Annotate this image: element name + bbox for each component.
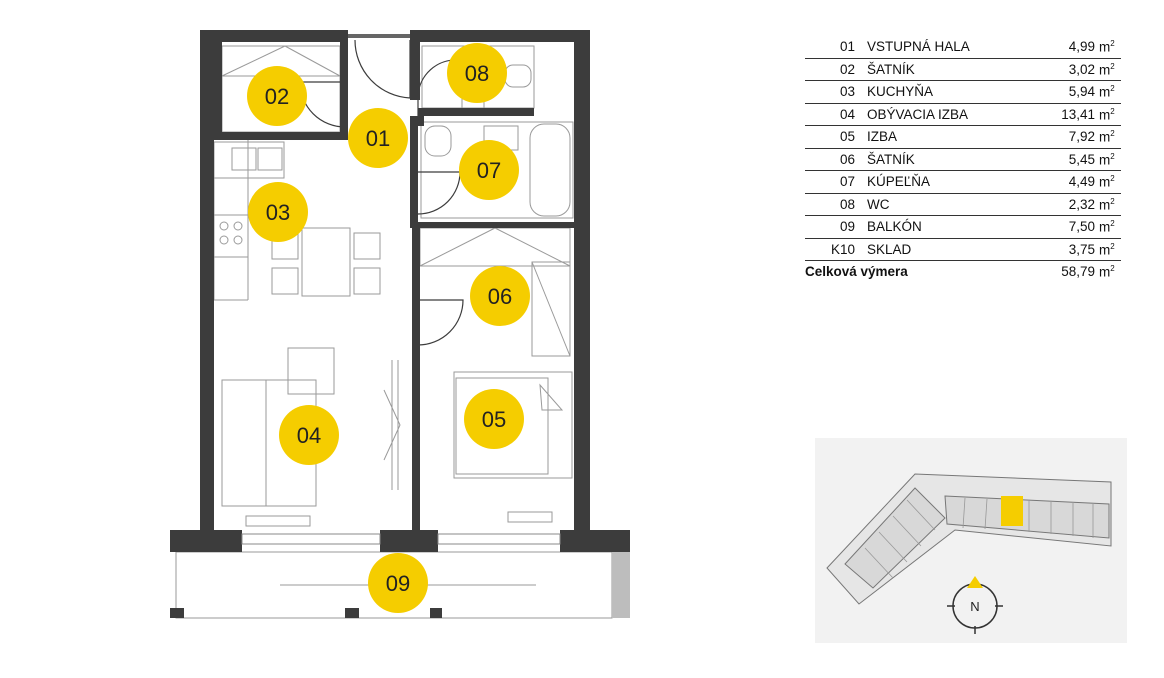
windows — [241, 533, 561, 545]
building-outline — [826, 473, 1112, 605]
room-name: ŠATNÍK — [867, 58, 1015, 81]
room-code: 08 — [805, 193, 867, 216]
room-code: 02 — [805, 58, 867, 81]
table-row: 07 KÚPEĽŇA 4,49 m2 — [805, 170, 1121, 194]
door-swings — [299, 39, 464, 346]
room-area: 2,32 — [1015, 193, 1095, 216]
room-name: IZBA — [867, 125, 1015, 149]
room-label-09: 09 — [386, 571, 410, 596]
table-row: 08 WC 2,32 m2 — [805, 193, 1121, 216]
table-row: 04 OBÝVACIA IZBA 13,41 m2 — [805, 103, 1121, 126]
table-row: 05 IZBA 7,92 m2 — [805, 125, 1121, 149]
room-code: 06 — [805, 148, 867, 171]
room-name: KUCHYŇA — [867, 80, 1015, 104]
table-row: K10 SKLAD 3,75 m2 — [805, 238, 1121, 261]
total-row: Celková výmera 58,79 m2 — [805, 261, 1121, 283]
table-row: 09 BALKÓN 7,50 m2 — [805, 215, 1121, 239]
room-code: 05 — [805, 125, 867, 149]
room-area: 7,92 — [1015, 125, 1095, 149]
apartment-highlight — [1001, 496, 1023, 526]
room-marker-08: 08 — [447, 43, 507, 103]
area-unit: m2 — [1095, 170, 1121, 194]
room-label-05: 05 — [482, 407, 506, 432]
building-rooms — [864, 497, 1094, 579]
room-marker-04: 04 — [279, 405, 339, 465]
total-label: Celková výmera — [805, 264, 908, 280]
area-unit: m2 — [1095, 36, 1121, 59]
floor-plan: 02 08 01 07 03 06 05 04 09 — [170, 30, 630, 619]
room-label-03: 03 — [266, 200, 290, 225]
room-marker-06: 06 — [470, 266, 530, 326]
room-area: 4,49 — [1015, 170, 1095, 194]
area-unit: m2 — [1095, 215, 1121, 239]
room-area: 3,02 — [1015, 58, 1095, 81]
room-name: BALKÓN — [867, 215, 1015, 239]
room-label-01: 01 — [366, 126, 390, 151]
area-unit: m2 — [1095, 58, 1121, 81]
room-code: 01 — [805, 36, 867, 59]
building-key-plan: N — [815, 438, 1127, 643]
room-label-02: 02 — [265, 84, 289, 109]
table-row: 06 ŠATNÍK 5,45 m2 — [805, 148, 1121, 171]
room-area-table: 01 VSTUPNÁ HALA 4,99 m2 02 ŠATNÍK 3,02 m… — [805, 36, 1121, 283]
room-label-08: 08 — [465, 61, 489, 86]
room-marker-09: 09 — [368, 553, 428, 613]
room-name: ŠATNÍK — [867, 148, 1015, 171]
room-code: 03 — [805, 80, 867, 104]
room-marker-07: 07 — [459, 140, 519, 200]
room-marker-02: 02 — [247, 66, 307, 126]
room-area: 5,45 — [1015, 148, 1095, 171]
room-name: OBÝVACIA IZBA — [867, 103, 1015, 126]
room-code: 04 — [805, 103, 867, 126]
area-unit: m2 — [1095, 238, 1121, 261]
area-unit: m2 — [1095, 148, 1121, 171]
room-name: KÚPEĽŇA — [867, 170, 1015, 194]
room-area: 13,41 — [1015, 103, 1095, 126]
room-label-06: 06 — [488, 284, 512, 309]
room-markers: 02 08 01 07 03 06 05 04 09 — [247, 43, 530, 613]
room-area: 7,50 — [1015, 215, 1095, 239]
room-area: 5,94 — [1015, 80, 1095, 104]
room-marker-05: 05 — [464, 389, 524, 449]
room-marker-01: 01 — [348, 108, 408, 168]
area-unit: m2 — [1095, 193, 1121, 216]
room-name: SKLAD — [867, 238, 1015, 261]
area-unit: m2 — [1095, 125, 1121, 149]
room-code: K10 — [805, 238, 867, 261]
table-row: 01 VSTUPNÁ HALA 4,99 m2 — [805, 36, 1121, 59]
total-area: 58,79 — [1061, 264, 1095, 280]
north-arrow-icon — [967, 576, 983, 588]
table-row: 02 ŠATNÍK 3,02 m2 — [805, 58, 1121, 81]
area-unit: m2 — [1099, 264, 1115, 280]
room-area: 3,75 — [1015, 238, 1095, 261]
area-unit: m2 — [1095, 103, 1121, 126]
compass: N — [947, 576, 1003, 634]
room-label-07: 07 — [477, 158, 501, 183]
compass-north-label: N — [970, 599, 979, 614]
room-area: 4,99 — [1015, 36, 1095, 59]
room-name: VSTUPNÁ HALA — [867, 36, 1015, 59]
walls — [170, 30, 630, 618]
room-name: WC — [867, 193, 1015, 216]
table-row: 03 KUCHYŇA 5,94 m2 — [805, 80, 1121, 104]
area-unit: m2 — [1095, 80, 1121, 104]
room-code: 09 — [805, 215, 867, 239]
room-code: 07 — [805, 170, 867, 194]
room-label-04: 04 — [297, 423, 321, 448]
room-marker-03: 03 — [248, 182, 308, 242]
